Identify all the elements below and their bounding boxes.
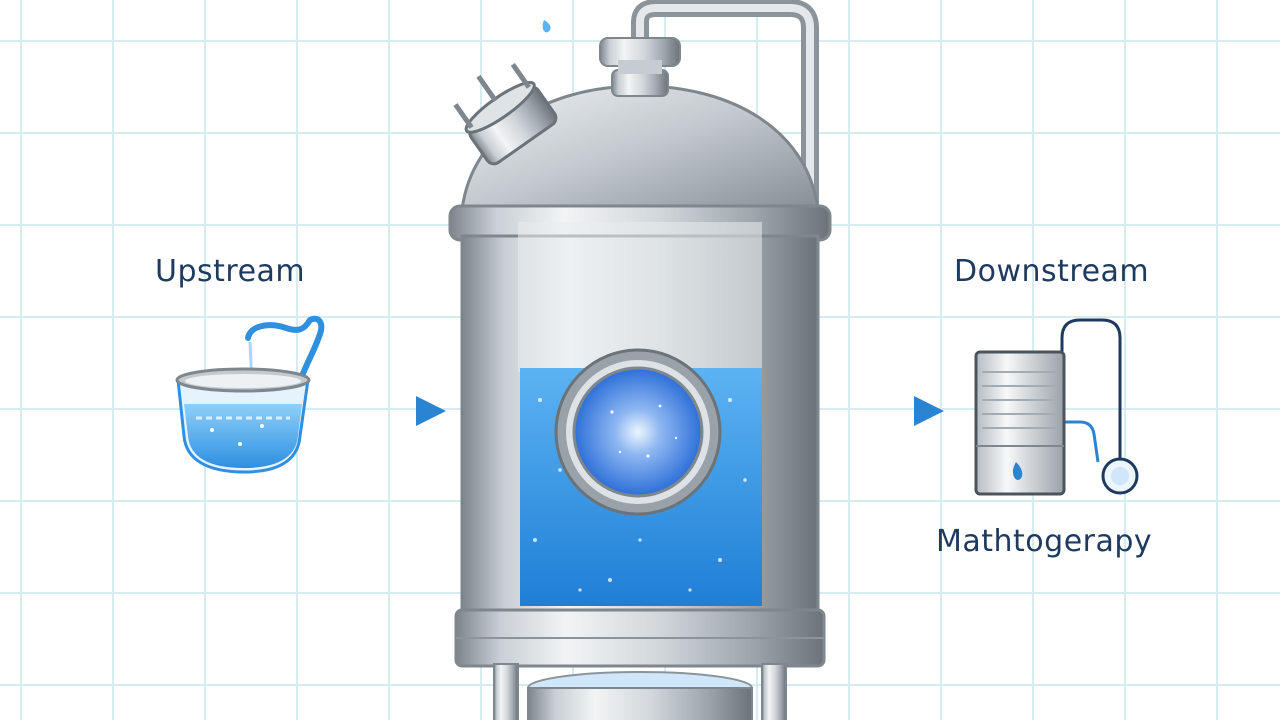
arrow-right-icon [830, 396, 944, 426]
upstream-label: Upstream [155, 254, 306, 289]
downstream-process-label: Mathtogerapy [936, 524, 1153, 559]
water-beaker-icon [175, 315, 325, 474]
arrow-right-icon [318, 396, 446, 426]
bioreactor-tank-icon [448, 0, 832, 720]
downstream-label: Downstream [954, 254, 1150, 289]
chromatography-column-icon [974, 318, 1139, 496]
